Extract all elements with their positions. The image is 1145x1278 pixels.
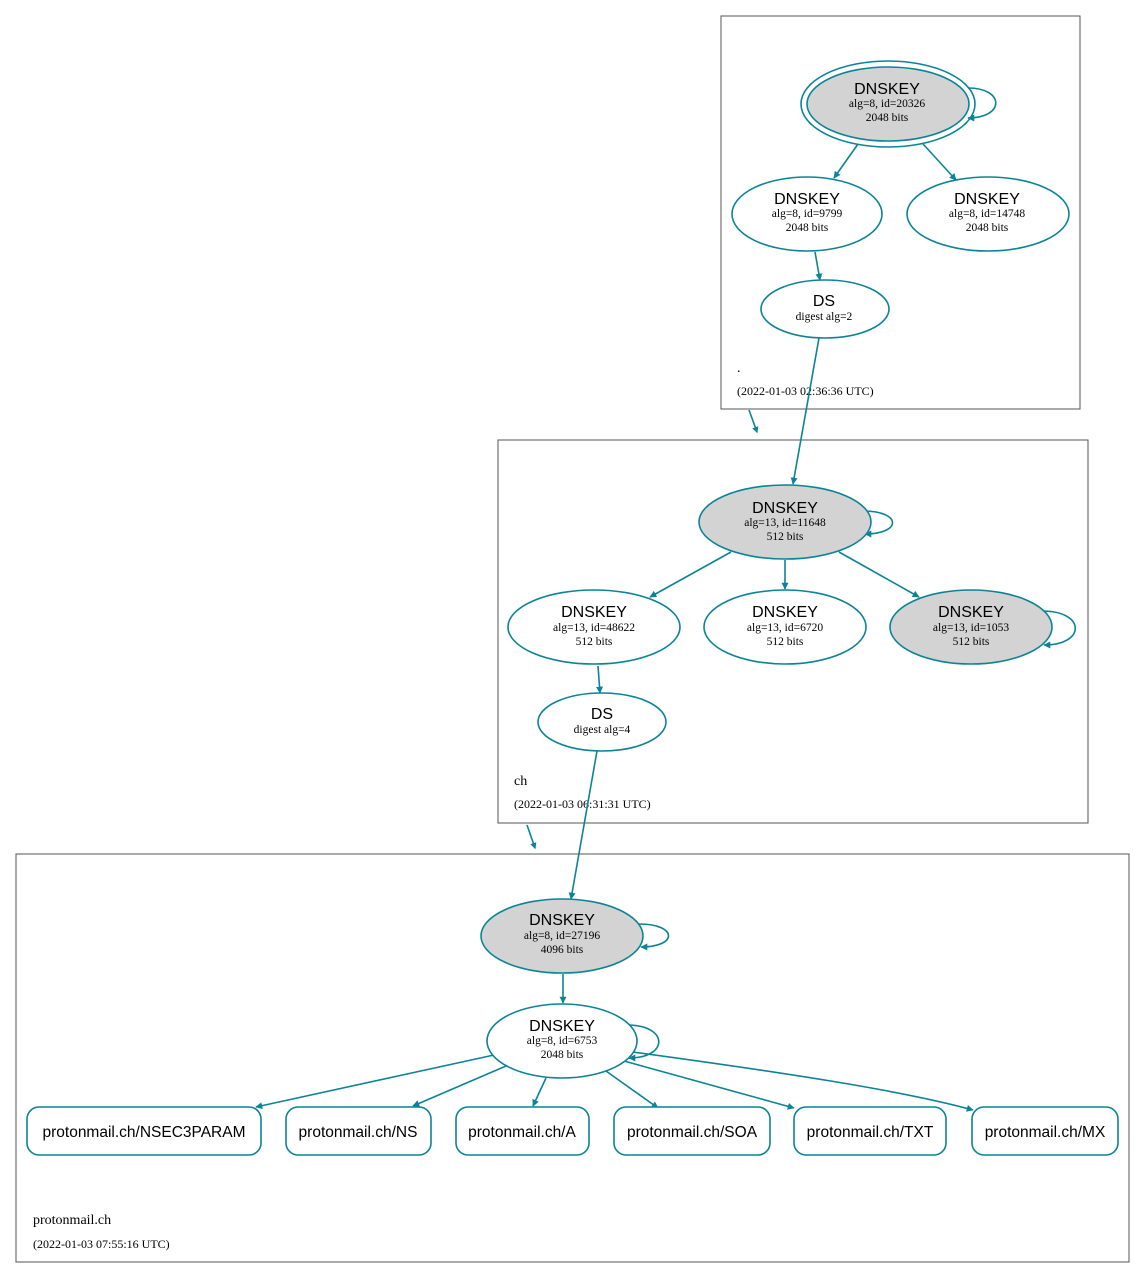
dnskey-node: DNSKEY alg=8, id=20326 2048 bits (800, 60, 976, 148)
edge (632, 1051, 974, 1112)
node-detail: alg=8, id=6753 (527, 1035, 598, 1047)
node-size: 512 bits (767, 531, 804, 543)
edge (790, 337, 820, 485)
zone-name: ch (514, 774, 527, 789)
node-size: 2048 bits (541, 1049, 584, 1061)
node-size: 512 bits (576, 636, 613, 648)
rrset-node: protonmail.ch/SOA (613, 1106, 771, 1156)
node-detail: alg=13, id=48622 (553, 622, 635, 634)
zone-name: protonmail.ch (33, 1213, 111, 1228)
node-title: DNSKEY (529, 912, 595, 929)
dnskey-node: DNSKEY alg=13, id=1053 512 bits (889, 589, 1053, 665)
edges (255, 87, 1076, 1112)
node-title: DNSKEY (752, 604, 818, 621)
node-detail: digest alg=2 (796, 311, 853, 323)
dnskey-node: DNSKEY alg=13, id=48622 512 bits (507, 589, 681, 665)
self-loop (862, 510, 894, 538)
self-loop (967, 87, 997, 122)
node-title: DS (813, 293, 835, 310)
edge (623, 1060, 795, 1110)
node-size: 512 bits (767, 636, 804, 648)
node-title: DS (591, 706, 613, 723)
rrset-label: protonmail.ch/NSEC3PARAM (42, 1124, 245, 1141)
dnskey-node: DNSKEY alg=8, id=6753 2048 bits (486, 1003, 638, 1079)
dnskey-node: DNSKEY alg=8, id=9799 2048 bits (731, 176, 883, 252)
node-detail: alg=13, id=6720 (747, 622, 823, 634)
zone-timestamp: (2022-01-03 07:55:16 UTC) (33, 1237, 170, 1251)
node-title: DNSKEY (854, 81, 920, 98)
node-size: 4096 bits (541, 944, 584, 956)
edge (814, 251, 823, 281)
edge (596, 665, 604, 694)
ds-node: DS digest alg=4 (537, 692, 667, 752)
node-size: 2048 bits (966, 222, 1009, 234)
dnskey-node: DNSKEY alg=13, id=11648 512 bits (698, 484, 872, 560)
node-title: DNSKEY (954, 191, 1020, 208)
rrset-label: protonmail.ch/MX (985, 1124, 1106, 1141)
node-title: DNSKEY (938, 604, 1004, 621)
node-detail: digest alg=4 (574, 724, 631, 736)
zone-timestamp: (2022-01-03 06:31:31 UTC) (514, 797, 651, 811)
rrset-node: protonmail.ch/TXT (793, 1106, 947, 1156)
rrset-node: protonmail.ch/A (455, 1106, 590, 1156)
dnskey-node: DNSKEY alg=8, id=14748 2048 bits (906, 176, 1070, 252)
rrset-label: protonmail.ch/NS (299, 1124, 418, 1141)
rrset-label: protonmail.ch/SOA (627, 1124, 758, 1141)
rrset-node: protonmail.ch/NS (285, 1106, 432, 1156)
dnskey-node: DNSKEY alg=13, id=6720 512 bits (703, 589, 867, 665)
node-size: 512 bits (953, 636, 990, 648)
node-detail: alg=8, id=20326 (849, 98, 925, 110)
edge (838, 551, 920, 598)
node-detail: alg=13, id=1053 (933, 622, 1009, 634)
delegation-arrow (526, 824, 537, 850)
edge (255, 1054, 495, 1110)
node-size: 2048 bits (866, 112, 909, 124)
edge (532, 1077, 547, 1107)
zone-protonmail: protonmail.ch (2022-01-03 07:55:16 UTC) (15, 853, 1130, 1263)
node-detail: alg=8, id=14748 (949, 208, 1025, 220)
zone-timestamp: (2022-01-03 02:36:36 UTC) (737, 384, 874, 398)
node-title: DNSKEY (529, 1018, 595, 1035)
node-title: DNSKEY (752, 500, 818, 517)
dnskey-node: DNSKEY alg=8, id=27196 4096 bits (480, 898, 644, 974)
trust-anchor-ring (800, 60, 976, 148)
delegation-arrow (748, 409, 759, 434)
rrset-node: protonmail.ch/MX (971, 1106, 1119, 1156)
self-loop (638, 923, 670, 951)
node-title: DNSKEY (561, 604, 627, 621)
node-size: 2048 bits (786, 222, 829, 234)
ds-node: DS digest alg=2 (760, 279, 890, 339)
node-detail: alg=8, id=27196 (524, 930, 600, 942)
zone-root: . (2022-01-03 02:36:36 UTC) (720, 15, 1081, 410)
edge (412, 1065, 507, 1107)
edge (605, 1070, 659, 1109)
rrset-node: protonmail.ch/NSEC3PARAM (26, 1106, 262, 1156)
rrset-label: protonmail.ch/A (468, 1124, 576, 1141)
node-detail: alg=8, id=9799 (772, 208, 843, 220)
zone-ch: ch (2022-01-03 06:31:31 UTC) (497, 439, 1089, 824)
zone-name: . (737, 361, 741, 376)
edge (833, 143, 859, 179)
node-title: DNSKEY (774, 191, 840, 208)
self-loop (1041, 610, 1076, 649)
edge (568, 750, 598, 900)
node-detail: alg=13, id=11648 (744, 517, 826, 529)
edge (649, 551, 732, 598)
rrset-label: protonmail.ch/TXT (807, 1124, 934, 1141)
self-loop (626, 1024, 660, 1062)
edge (922, 143, 957, 181)
